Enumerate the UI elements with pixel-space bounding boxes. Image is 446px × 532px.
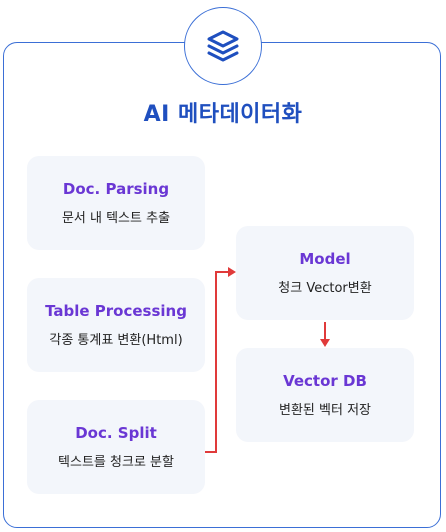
step-name: Doc. Split (75, 424, 157, 442)
step-doc-parsing: Doc. Parsing 문서 내 텍스트 추출 (27, 156, 205, 250)
step-desc: 변환된 벡터 저장 (279, 403, 371, 418)
step-name: Doc. Parsing (62, 180, 170, 198)
diagram-title: AI 메타데이터화 (143, 102, 303, 127)
step-table-processing: Table Processing 각종 통계표 변환(Html) (27, 278, 205, 372)
step-desc: 청크 Vector변환 (278, 281, 372, 296)
step-doc-split: Doc. Split 텍스트를 청크로 분할 (27, 400, 205, 494)
step-name: Table Processing (45, 302, 187, 320)
step-name: Model (299, 250, 351, 268)
layers-badge (184, 7, 262, 85)
step-desc: 각종 통계표 변환(Html) (49, 333, 183, 348)
layers-icon (207, 30, 239, 62)
step-model: Model 청크 Vector변환 (236, 226, 414, 320)
step-vector-db: Vector DB 변환된 벡터 저장 (236, 348, 414, 442)
step-desc: 텍스트를 청크로 분할 (58, 455, 174, 470)
step-desc: 문서 내 텍스트 추출 (61, 211, 171, 226)
step-name: Vector DB (283, 372, 367, 390)
